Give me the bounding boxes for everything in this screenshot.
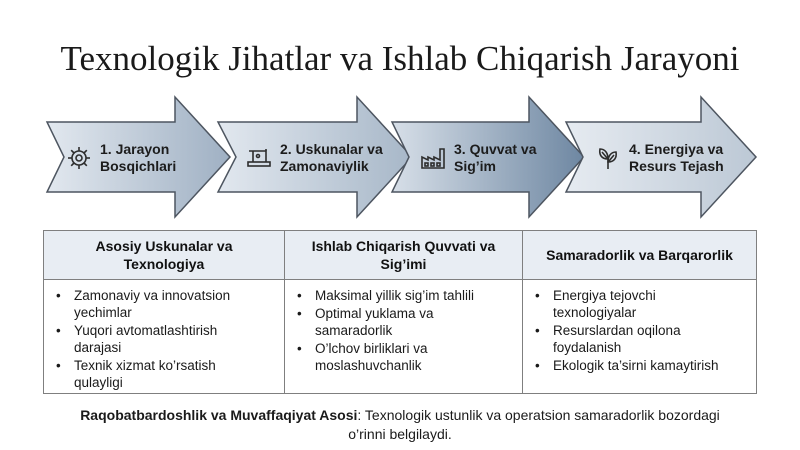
step-1: 1. Jarayon Bosqichlari <box>66 137 176 179</box>
list-item: Maksimal yillik sig’im tahlili <box>291 287 516 304</box>
step-2-label: 2. Uskunalar va Zamonaviylik <box>280 141 383 174</box>
step-3-label: 3. Quvvat va Sig’im <box>454 141 537 174</box>
list-item: Ekologik ta’sirni kamaytirish <box>529 357 750 374</box>
table-column-capacity: Maksimal yillik sig’im tahlili Optimal y… <box>285 280 523 393</box>
sewing-machine-icon <box>246 145 272 171</box>
step-1-label: 1. Jarayon Bosqichlari <box>100 141 177 174</box>
step-2: 2. Uskunalar va Zamonaviylik <box>246 137 383 179</box>
gear-icon <box>66 145 92 171</box>
leaves-icon <box>595 145 621 171</box>
summary-table: Asosiy Uskunalar va Texnologiya Ishlab C… <box>43 230 757 394</box>
table-header-efficiency: Samaradorlik va Barqarorlik <box>523 231 756 280</box>
step-3: 3. Quvvat va Sig’im <box>420 137 537 179</box>
table-header-equipment: Asosiy Uskunalar va Texnologiya <box>44 231 285 280</box>
conclusion-heading: Raqobatbardoshlik va Muvaffaqiyat Asosi <box>80 407 358 423</box>
table-header-capacity: Ishlab Chiqarish Quvvati va Sig’imi <box>285 231 523 280</box>
diagram-title: Texnologik Jihatlar va Ishlab Chiqarish … <box>60 39 740 78</box>
factory-icon <box>420 145 446 171</box>
step-4: 4. Energiya va Resurs Tejash <box>595 137 724 179</box>
conclusion-text: Raqobatbardoshlik va Muvaffaqiyat Asosi:… <box>80 407 720 442</box>
step-4-label: 4. Energiya va Resurs Tejash <box>629 141 724 174</box>
